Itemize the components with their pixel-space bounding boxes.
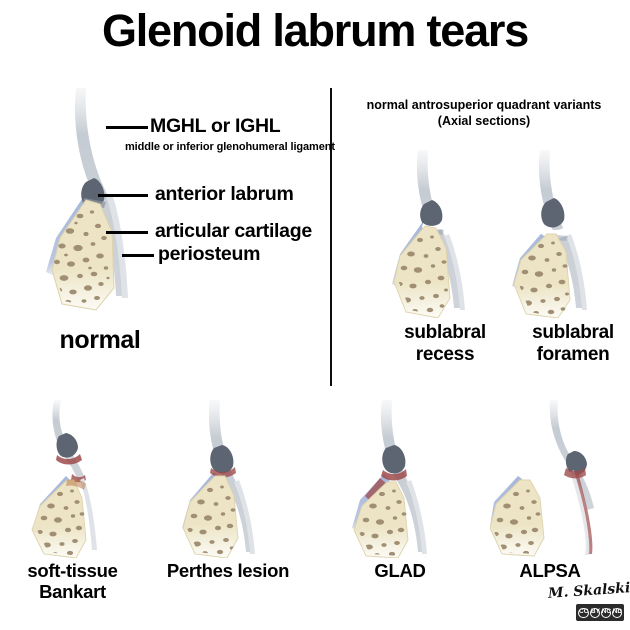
- caption-alpsa: ALPSA: [519, 560, 581, 581]
- leader-line-cartilage: [106, 231, 148, 234]
- cc-mark-cc: CC: [578, 607, 590, 618]
- tear-site: [210, 467, 236, 478]
- specimen-normal: [40, 86, 170, 311]
- specimen-sublabral-foramen: [510, 148, 620, 318]
- normal-anatomy-diagram: [46, 88, 128, 311]
- periosteum-band: [566, 234, 587, 310]
- cartilage-defect: [365, 478, 387, 501]
- specimen-perthes-lesion: [180, 398, 290, 558]
- creative-commons-badge: CC BY NC ND: [576, 604, 624, 621]
- callout-mghl: MGHL or IGHL: [150, 115, 281, 137]
- periosteum-band: [444, 234, 465, 310]
- periosteum-band: [80, 478, 97, 550]
- periosteum-band-intact: [234, 480, 255, 554]
- tear-site: [56, 454, 82, 465]
- periosteum-band: [406, 480, 427, 554]
- callout-periosteum: periosteum: [158, 243, 261, 265]
- anterior-labrum: [541, 198, 565, 228]
- alpsa-diagram: [490, 400, 594, 557]
- caption-soft-tissue-bankart: soft-tissue Bankart: [27, 560, 118, 603]
- specimen-glad: [350, 398, 460, 558]
- periosteum-band: [106, 194, 128, 298]
- periosteal-sleeve-avulsion: [574, 472, 593, 554]
- tear-site: [564, 468, 586, 479]
- caption-perthes-lesion: Perthes lesion: [166, 560, 290, 581]
- anterior-labrum: [420, 200, 443, 228]
- caption-sublabral-foramen: sublabral foramen: [532, 322, 614, 365]
- glad-diagram: [352, 400, 427, 558]
- ligament-band: [208, 400, 253, 552]
- leader-line-periosteum: [122, 254, 154, 257]
- caption-glad: GLAD: [374, 560, 426, 581]
- sublabral-recess-diagram: [392, 150, 465, 318]
- variants-header-line2: (Axial sections): [437, 113, 531, 128]
- specimen-sublabral-recess: [390, 148, 500, 318]
- anterior-labrum: [210, 445, 234, 474]
- bone-rim-injury: [66, 479, 86, 490]
- leader-line-labrum: [98, 194, 148, 197]
- periosteum-sleeve: [570, 470, 590, 555]
- displaced-labrum: [565, 451, 587, 475]
- perthes-lesion-diagram: [182, 400, 255, 558]
- labral-tear: [381, 469, 407, 481]
- specimen-alpsa: [490, 398, 620, 558]
- caption-sublabral-recess: sublabral recess: [404, 322, 486, 365]
- soft-tissue-bankart-diagram: [31, 400, 97, 558]
- bone-body: [513, 233, 571, 318]
- cc-mark-nc: NC: [601, 607, 612, 618]
- callout-anterior-labrum: anterior labrum: [155, 183, 294, 205]
- specimen-soft-tissue-bankart: [28, 398, 138, 558]
- variants-section-header: normal antrosuperior quadrant variants (…: [338, 98, 630, 129]
- section-divider: [330, 88, 332, 386]
- trabecular-speckles: [398, 235, 448, 313]
- cc-mark-by: BY: [590, 607, 601, 618]
- callout-articular-cartilage: articular cartilage: [155, 220, 312, 242]
- callout-mghl-subtitle: middle or inferior glenohumeral ligament: [125, 141, 335, 153]
- ligament-band: [549, 400, 594, 510]
- page-title: Glenoid labrum tears: [101, 5, 529, 56]
- anterior-labrum: [382, 445, 406, 474]
- displaced-labrum: [56, 433, 78, 458]
- ligament-band: [538, 150, 583, 308]
- artist-signature: M. Skalski: [547, 580, 630, 602]
- bone-body: [490, 479, 545, 557]
- leader-line-mghl: [106, 126, 148, 129]
- sublabral-foramen-diagram: [512, 150, 587, 318]
- caption-normal: normal: [59, 326, 141, 354]
- cc-mark-nd: ND: [612, 607, 623, 618]
- variants-header-line1: normal antrosuperior quadrant variants: [366, 98, 602, 112]
